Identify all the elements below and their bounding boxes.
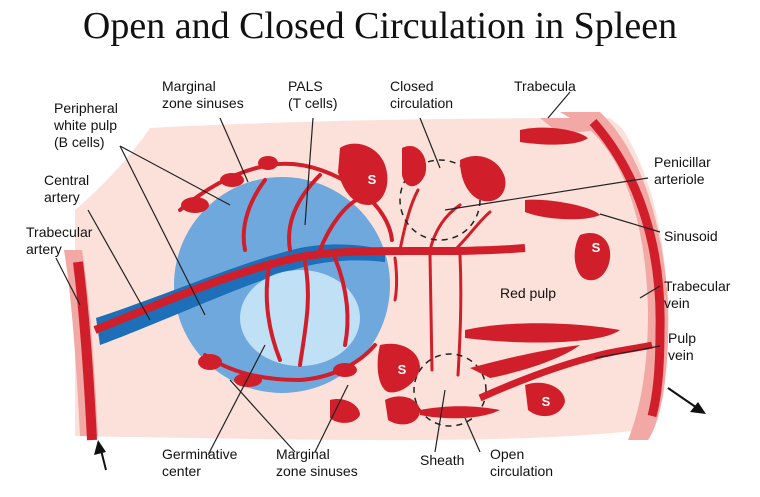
germinal-center: [240, 270, 360, 366]
label-trabecula: Trabecula: [514, 78, 576, 94]
open-circulation-circle: [413, 353, 487, 427]
marginal-zone-sinuses: [178, 161, 394, 383]
sinusoid-marker: S: [592, 240, 601, 255]
label-germinative-center: Germinative center: [162, 446, 238, 479]
trabecular-vein: [589, 119, 665, 418]
sinus-blobs: [181, 156, 357, 387]
label-central-artery: Central artery: [44, 172, 90, 205]
figure-title: Open and Closed Circulation in Spleen: [82, 5, 678, 47]
leader-lines: [55, 91, 661, 456]
label-closed-circulation: Closed circulation: [390, 78, 454, 111]
sinusoid-marker: S: [398, 362, 407, 377]
label-marginal-zone-sinuses-bottom: Marginal zone sinuses: [276, 446, 358, 479]
sinusoid-marker: S: [542, 394, 551, 409]
label-pals: PALS (T cells): [288, 78, 338, 111]
label-pulp-vein: Pulp vein: [668, 330, 697, 363]
label-open-circulation: Open circulation: [490, 446, 554, 479]
label-penicillar-arteriole: Penicillar arteriole: [654, 154, 711, 187]
penicillar-arterioles: [393, 188, 492, 377]
label-trabecular-artery: Trabecular artery: [26, 224, 93, 257]
trabecular-artery: [73, 261, 97, 441]
sinusoid-markers: S S S S: [368, 172, 601, 409]
central-artery: [93, 244, 526, 334]
red-pulp-label: Red pulp: [500, 285, 556, 301]
flow-arrows: [94, 387, 706, 471]
label-trabecular-vein: Trabecular vein: [664, 278, 731, 311]
pulp-vein: [478, 341, 653, 402]
label-sinusoid: Sinusoid: [664, 228, 718, 244]
label-peripheral-white-pulp: Peripheral white pulp (B cells): [54, 100, 118, 150]
red-pulp-sinuses: [330, 127, 620, 425]
label-marginal-zone-sinuses-top: Marginal zone sinuses: [162, 78, 244, 111]
sinusoid-marker: S: [368, 172, 377, 187]
label-sheath: Sheath: [420, 452, 465, 468]
